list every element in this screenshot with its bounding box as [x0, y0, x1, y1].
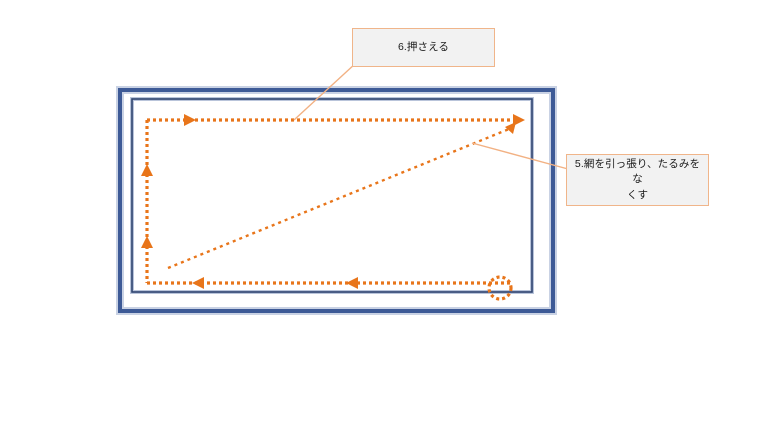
outer-frame	[116, 86, 557, 315]
arrow-bottom-left-outer-icon	[346, 277, 358, 289]
inner-frame-stroke	[131, 98, 533, 293]
net-path-diagonal-line	[167, 125, 515, 270]
arrow-left-up-upper-icon	[141, 164, 153, 176]
net-path-loop	[487, 275, 513, 301]
leader-line-top-callout	[293, 62, 357, 121]
inner-frame-highlight	[130, 97, 534, 294]
inner-frame	[130, 97, 534, 294]
net-path-arrowheads	[141, 114, 525, 289]
callout-box-pull-net-line1: 5.網を引っ張り、たるみをな	[574, 158, 701, 186]
net-dotted-path	[145, 118, 521, 301]
callout-leader-lines	[293, 62, 569, 170]
callout-box-pull-net[interactable]: 5.網を引っ張り、たるみをな くす	[566, 154, 709, 206]
arrow-top-right-end-icon	[513, 114, 525, 126]
arrow-left-up-lower-icon	[141, 236, 153, 248]
leader-line-right-callout	[471, 142, 569, 170]
outer-frame-stroke	[118, 88, 555, 313]
callout-box-pull-net-line2: くす	[626, 188, 649, 201]
callout-box-press[interactable]: 6.押さえる	[352, 28, 495, 67]
arrow-diagonal-end-icon	[505, 122, 516, 134]
arrow-bottom-left-inner-icon	[192, 277, 204, 289]
callout-box-pull-net-label: 5.網を引っ張り、たるみをな くす	[573, 157, 702, 203]
arrow-top-right-mid-icon	[184, 114, 196, 126]
callout-box-press-label: 6.押さえる	[397, 40, 450, 53]
